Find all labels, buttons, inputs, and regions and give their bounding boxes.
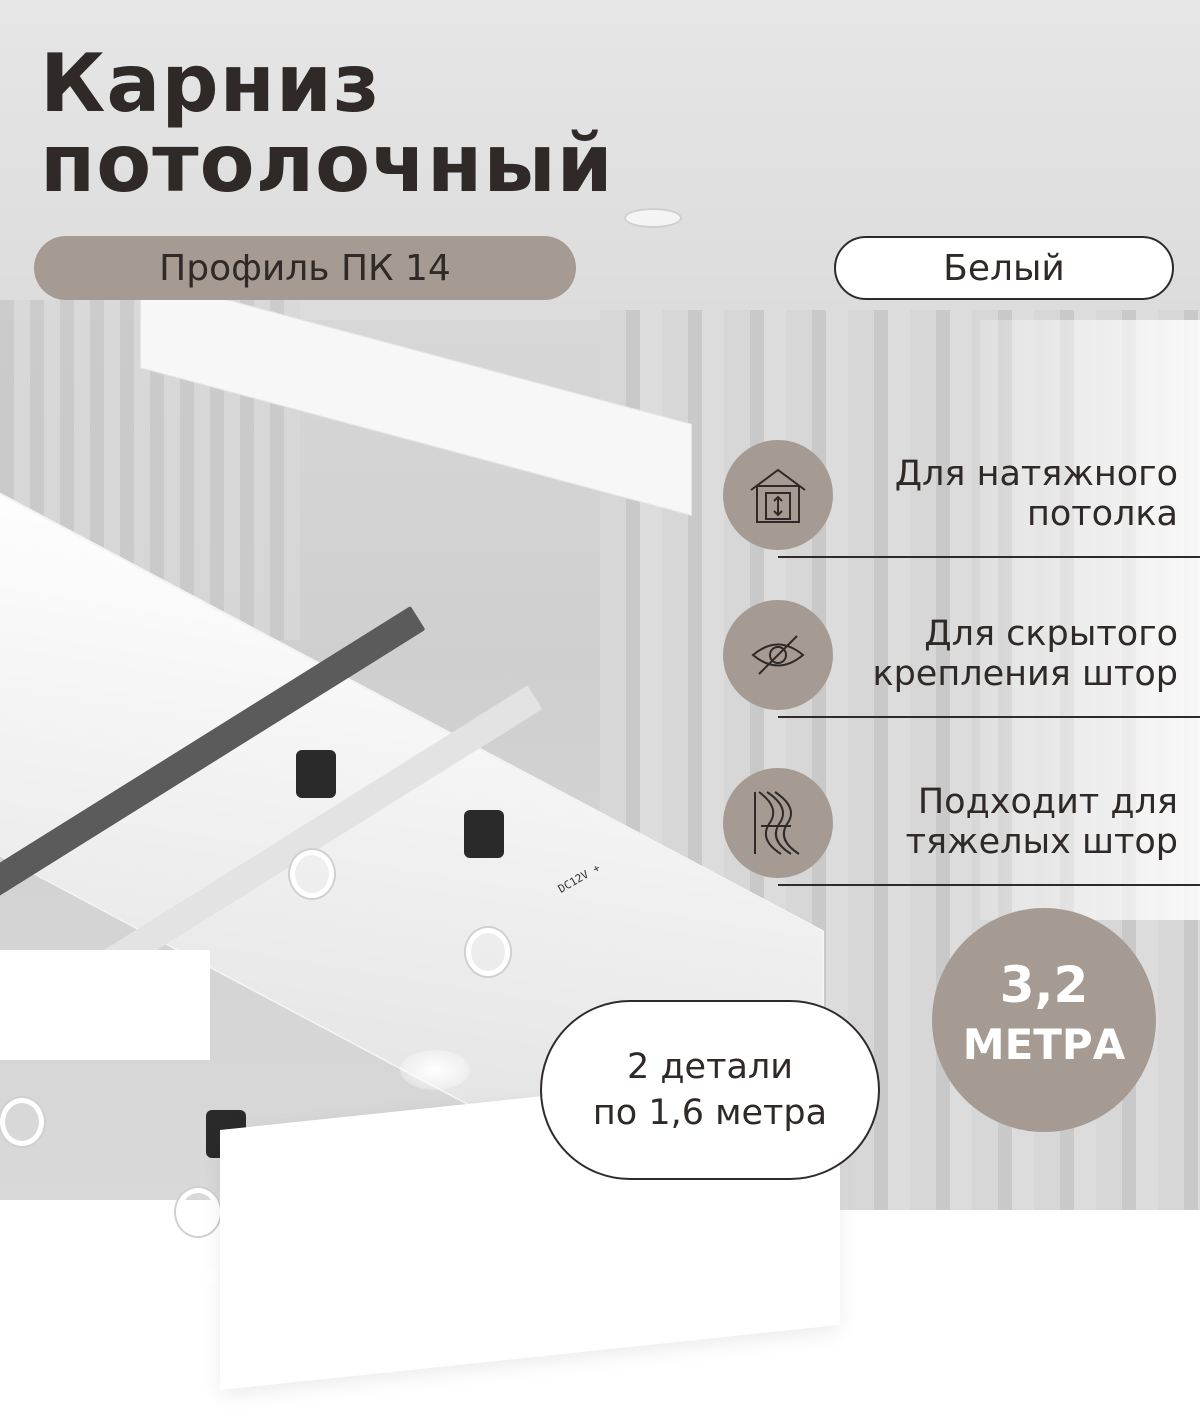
curtain-hook xyxy=(0,1098,44,1146)
runner-wheel xyxy=(296,750,336,798)
divider xyxy=(778,556,1200,558)
led-light xyxy=(70,1326,140,1366)
feature-text: Для натяжного потолка xyxy=(895,454,1178,534)
feature-line-1: Для скрытого xyxy=(924,614,1178,654)
runner-wheel xyxy=(464,810,504,858)
ceiling-lamp xyxy=(624,208,682,228)
led-light xyxy=(320,1120,390,1160)
feature-hidden-mount: Для скрытого крепления штор xyxy=(723,600,1200,718)
led-light xyxy=(240,1188,310,1228)
led-light xyxy=(10,1380,80,1420)
feature-text: Для скрытого крепления штор xyxy=(872,614,1178,694)
divider xyxy=(778,884,1200,886)
feature-line-1: Для натяжного xyxy=(894,454,1178,494)
feature-heavy-curtains: Подходит для тяжелых штор xyxy=(723,768,1200,886)
feature-icon-circle xyxy=(723,600,833,710)
length-value: 3,2 xyxy=(999,956,1089,1014)
feature-line-2: потолка xyxy=(1026,494,1178,534)
profile-pill: Профиль ПК 14 xyxy=(34,236,576,300)
parts-pill: 2 детали по 1,6 метра xyxy=(540,1000,880,1180)
window-light xyxy=(980,320,1200,920)
curtain-hook xyxy=(290,850,334,898)
length-unit: МЕТРА xyxy=(962,1020,1126,1069)
color-pill: Белый xyxy=(834,236,1174,300)
feature-stretch-ceiling: Для натяжного потолка xyxy=(723,440,1200,558)
curtain-hook xyxy=(176,1188,220,1236)
led-light xyxy=(400,1050,470,1090)
product-title: Карниз потолочный xyxy=(40,44,614,204)
house-height-icon xyxy=(750,468,806,523)
parts-line-2: по 1,6 метра xyxy=(592,1093,828,1133)
parts-line-1: 2 детали xyxy=(626,1047,794,1087)
feature-text: Подходит для тяжелых штор xyxy=(906,782,1178,862)
feature-icon-circle xyxy=(723,440,833,550)
color-label: Белый xyxy=(943,247,1065,289)
feature-line-2: крепления штор xyxy=(872,654,1178,694)
title-line-2: потолочный xyxy=(40,117,614,210)
eye-crossed-icon xyxy=(751,635,805,675)
title-line-1: Карниз xyxy=(40,37,381,130)
length-badge: 3,2 МЕТРА xyxy=(932,908,1156,1132)
curtain-icon xyxy=(754,791,800,855)
feature-line-2: тяжелых штор xyxy=(905,822,1178,862)
divider xyxy=(778,716,1200,718)
curtain-hook xyxy=(466,928,510,976)
feature-line-1: Подходит для xyxy=(917,782,1178,822)
feature-icon-circle xyxy=(723,768,833,878)
ceiling-panel-left xyxy=(0,950,210,1060)
led-light xyxy=(148,1256,218,1296)
profile-label: Профиль ПК 14 xyxy=(159,247,451,289)
